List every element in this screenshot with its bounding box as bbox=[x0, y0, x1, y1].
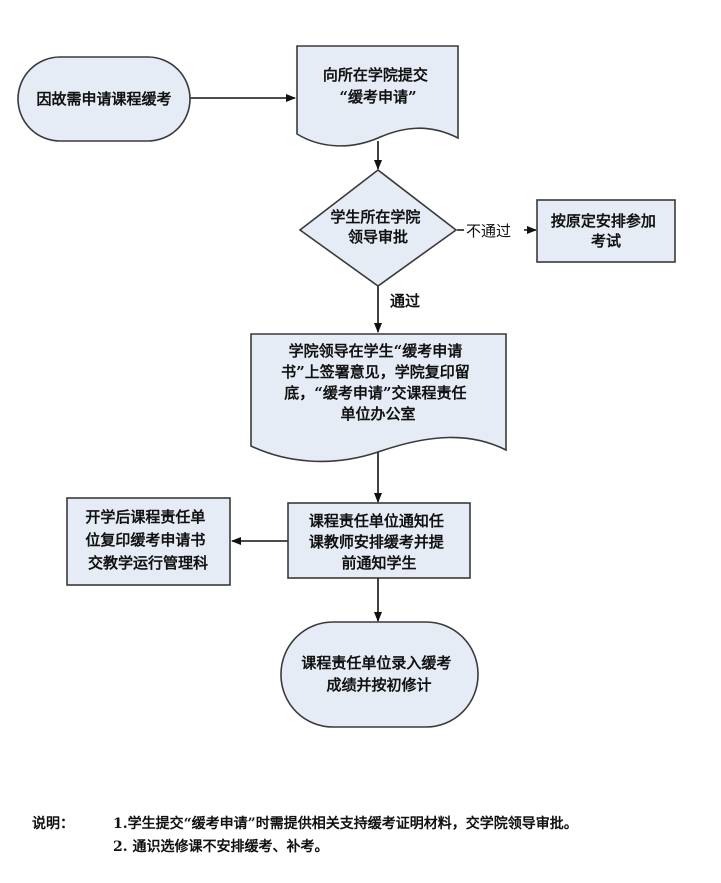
svg-text:按原定安排参加 考试: 按原定安排参加 考试 bbox=[551, 212, 661, 250]
svg-text:课程责任单位录入缓考 成绩并按初修计: 课程责任单位录入缓考 成绩并按初修计 bbox=[301, 654, 456, 694]
node-notify-line: 课程责任单位通知任 bbox=[309, 512, 444, 530]
svg-text:开学后课程责任单 位复印缓考申请书: 开学后课程责任单 位复印缓考申请书 交教学运行管理科 bbox=[85, 508, 210, 572]
svg-text:课程责任单位通知任 课教师安排缓考并提: 课程责任单位通知任 课教师安排缓考并提 前通知学生 bbox=[309, 512, 449, 572]
node-notify-line: 课教师安排缓考并提 bbox=[309, 533, 445, 551]
node-sign-line: 底，“缓考申请”交课程责任 bbox=[284, 384, 466, 402]
node-submit-line: 向所在学院提交 bbox=[323, 66, 428, 84]
node-archive-line: 交教学运行管理科 bbox=[88, 554, 208, 572]
node-reject-line: 考试 bbox=[591, 232, 621, 250]
edge-label-pass: 通过 bbox=[390, 292, 420, 310]
node-sign-line: 书”上签署意见，学院复印留 bbox=[281, 363, 470, 381]
node-end: 课程责任单位录入缓考 成绩并按初修计 bbox=[280, 621, 479, 728]
node-sign-line: 单位办公室 bbox=[340, 405, 415, 423]
node-notify-line: 前通知学生 bbox=[341, 554, 416, 572]
node-notify: 课程责任单位通知任 课教师安排缓考并提 前通知学生 bbox=[287, 502, 471, 579]
note-item: 2. 通识选修课不安排缓考、补考。 bbox=[113, 839, 329, 855]
node-approve-line: 领导审批 bbox=[347, 228, 408, 246]
note-item: 1.学生提交“缓考申请”时需提供相关支持缓考证明材料，交学院领导审批。 bbox=[113, 816, 578, 832]
node-end-line: 成绩并按初修计 bbox=[326, 676, 431, 694]
node-start-line: 因故需申请课程缓考 bbox=[36, 90, 171, 108]
flowchart: 不通过 通过 因故需申请课程缓考 向所在学院提交 “缓考申请” 学生所在学院 领… bbox=[17, 45, 676, 728]
svg-text:学生所在学院 领导审批: 学生所在学院 领导审批 bbox=[330, 208, 425, 246]
node-reject-line: 按原定安排参加 bbox=[551, 212, 656, 230]
node-approve: 学生所在学院 领导审批 bbox=[298, 168, 458, 287]
svg-text:向所在学院提交 “缓考申请”: 向所在学院提交 “缓考申请” bbox=[323, 66, 433, 106]
notes-label: 说明： bbox=[32, 816, 74, 832]
edge-label-reject: 不通过 bbox=[466, 222, 511, 240]
node-reject: 按原定安排参加 考试 bbox=[536, 199, 676, 263]
node-start: 因故需申请课程缓考 bbox=[17, 56, 191, 142]
node-approve-line: 学生所在学院 bbox=[330, 208, 420, 226]
node-archive: 开学后课程责任单 位复印缓考申请书 交教学运行管理科 bbox=[66, 497, 231, 586]
node-submit-line: “缓考申请” bbox=[339, 88, 416, 106]
node-archive-line: 位复印缓考申请书 bbox=[85, 531, 205, 549]
node-sign-line: 学院领导在学生“缓考申请 bbox=[289, 342, 463, 360]
node-end-line: 课程责任单位录入缓考 bbox=[301, 654, 451, 672]
svg-text:学院领导在学生“缓考申请 书”上签署意见，学院复: 学院领导在学生“缓考申请 书”上签署意见，学院复印留 底，“缓考申请”交课程责任… bbox=[281, 342, 475, 423]
node-archive-line: 开学后课程责任单 bbox=[85, 508, 205, 526]
node-submit: 向所在学院提交 “缓考申请” bbox=[296, 45, 459, 147]
node-sign: 学院领导在学生“缓考申请 书”上签署意见，学院复印留 底，“缓考申请”交课程责任… bbox=[250, 333, 507, 463]
svg-text:因故需申请课程缓考: 因故需申请课程缓考 bbox=[36, 90, 171, 108]
